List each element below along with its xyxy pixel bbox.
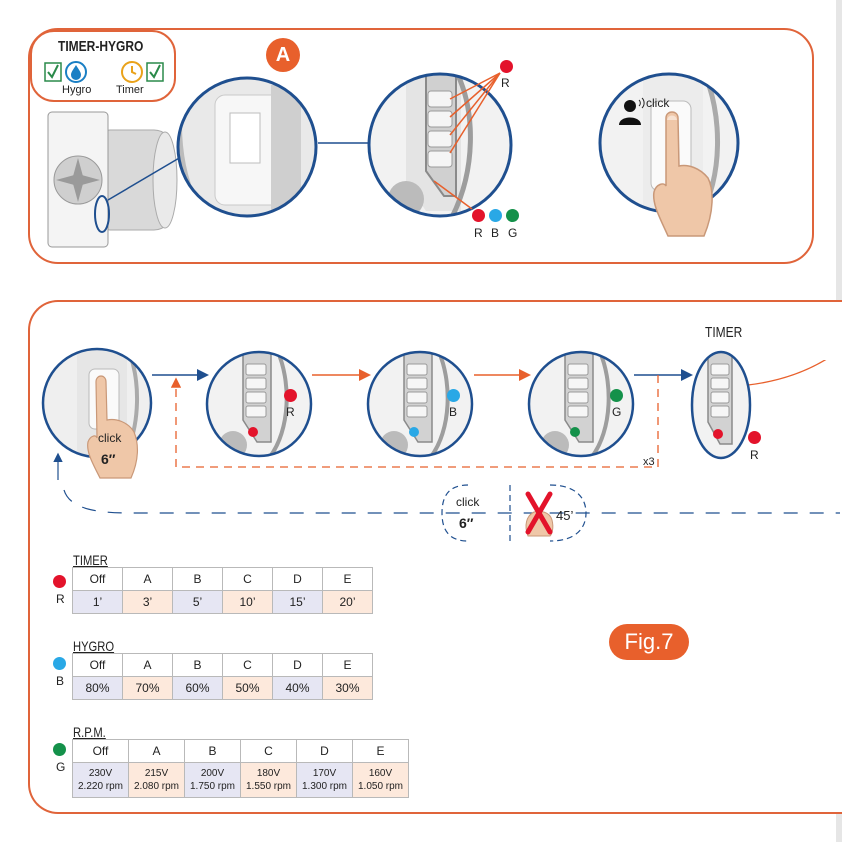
rpm-value: 2.220 rpm [78, 781, 123, 792]
figure-label: Fig.7 [609, 624, 689, 660]
zoom-circle [175, 75, 320, 220]
mode-title: TIMER-HYGRO [58, 38, 143, 55]
hygro-label: Hygro [62, 84, 91, 96]
led-label-b: B [56, 674, 64, 688]
table-header: C [241, 740, 297, 763]
table-cell: 230V 2.220 rpm [73, 763, 129, 798]
green-led [610, 389, 623, 402]
blue-led [489, 209, 502, 222]
table-header: E [323, 568, 373, 591]
repeat-count: x3 [643, 456, 655, 468]
hygro-table: Off A B C D E 80% 70% 60% 50% 40% 30% [72, 653, 373, 700]
led-label-b: B [449, 405, 457, 419]
timer-led-ellipse [690, 350, 752, 460]
led-label-r: R [750, 448, 759, 462]
table-header: Off [73, 654, 123, 677]
table-header: A [123, 654, 173, 677]
mode-title-box: TIMER-HYGRO Hygro Timer [30, 30, 176, 102]
led-panel-circle [366, 71, 514, 219]
led-label-g: G [612, 405, 621, 419]
volt-value: 200V [201, 768, 224, 779]
table-cell: 3’ [123, 591, 173, 614]
volt-value: 215V [145, 768, 168, 779]
table-header: B [185, 740, 241, 763]
red-led [472, 209, 485, 222]
red-led [500, 60, 513, 73]
check-icon [146, 62, 164, 82]
table-header: B [173, 654, 223, 677]
press-duration: 6″ [459, 515, 474, 531]
table-cell: 50% [223, 677, 273, 700]
table-header: Off [73, 740, 129, 763]
table-cell: 10’ [223, 591, 273, 614]
red-led [748, 431, 761, 444]
timeout-label: 45’ [556, 508, 573, 523]
red-led [53, 575, 66, 588]
table-header: E [353, 740, 409, 763]
cancel-finger-icon [522, 490, 556, 538]
table-header: C [223, 654, 273, 677]
rpm-table-title: R.P.M. [73, 724, 106, 740]
volt-value: 160V [369, 768, 392, 779]
timer-table: Off A B C D E 1’ 3’ 5’ 10’ 15’ 20’ [72, 567, 373, 614]
rpm-value: 1.050 rpm [358, 781, 403, 792]
timer-table-title: TIMER [73, 552, 108, 568]
click-label: click [456, 495, 479, 509]
volt-value: 170V [313, 768, 336, 779]
step-badge-a: A [266, 38, 300, 72]
timer-label: Timer [116, 84, 144, 96]
led-label-b: B [491, 226, 499, 240]
finger-icon [648, 108, 718, 238]
water-drop-icon [65, 61, 87, 83]
clock-icon [121, 61, 143, 83]
led-label-g: G [508, 226, 517, 240]
led-label-r: R [286, 405, 295, 419]
green-led [53, 743, 66, 756]
table-header: D [297, 740, 353, 763]
rpm-table: Off A B C D E 230V 2.220 rpm 215V 2.080 rp… [72, 739, 409, 798]
led-r-circle [205, 350, 313, 458]
table-header: A [129, 740, 185, 763]
led-label-r: R [56, 592, 65, 606]
table-cell: 40% [273, 677, 323, 700]
volt-value: 230V [89, 768, 112, 779]
blue-led [53, 657, 66, 670]
table-header: B [173, 568, 223, 591]
led-label-g: G [56, 760, 65, 774]
led-label-r: R [474, 226, 483, 240]
hygro-table-title: HYGRO [73, 638, 114, 654]
rpm-value: 1.550 rpm [246, 781, 291, 792]
rpm-value: 2.080 rpm [134, 781, 179, 792]
table-header: D [273, 654, 323, 677]
volt-value: 180V [257, 768, 280, 779]
blue-led [447, 389, 460, 402]
table-header: E [323, 654, 373, 677]
table-cell: 70% [123, 677, 173, 700]
table-cell: 180V 1.550 rpm [241, 763, 297, 798]
table-header: A [123, 568, 173, 591]
table-cell: 15’ [273, 591, 323, 614]
table-cell: 20’ [323, 591, 373, 614]
table-cell: 60% [173, 677, 223, 700]
table-cell: 30% [323, 677, 373, 700]
table-cell: 80% [73, 677, 123, 700]
table-cell: 170V 1.300 rpm [297, 763, 353, 798]
led-b-circle [366, 350, 474, 458]
timer-step-title: TIMER [705, 324, 742, 341]
table-header: Off [73, 568, 123, 591]
table-header: D [273, 568, 323, 591]
table-cell: 160V 1.050 rpm [353, 763, 409, 798]
led-label-r: R [501, 76, 510, 90]
green-led [506, 209, 519, 222]
table-cell: 215V 2.080 rpm [129, 763, 185, 798]
rpm-value: 1.750 rpm [190, 781, 235, 792]
check-icon [44, 62, 62, 82]
table-cell: 200V 1.750 rpm [185, 763, 241, 798]
table-cell: 5’ [173, 591, 223, 614]
led-g-circle [527, 350, 635, 458]
rpm-value: 1.300 rpm [302, 781, 347, 792]
red-led [284, 389, 297, 402]
table-header: C [223, 568, 273, 591]
table-cell: 1’ [73, 591, 123, 614]
